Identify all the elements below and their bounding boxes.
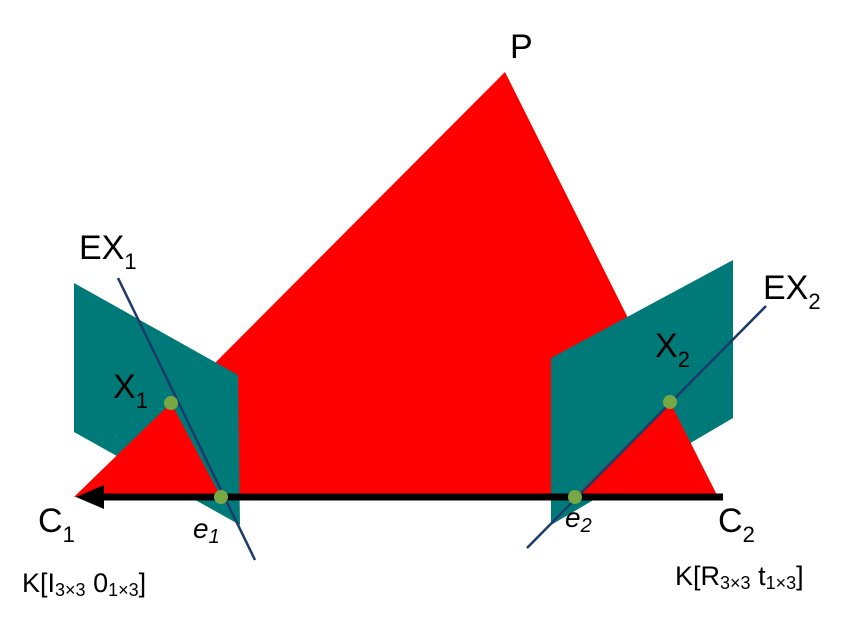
label-e1: e1	[193, 513, 220, 548]
label-c1: C1	[38, 502, 75, 547]
left-ray-triangle	[74, 403, 221, 497]
right-image-plane	[551, 260, 733, 525]
point-x1	[164, 396, 178, 410]
point-x2	[663, 395, 677, 409]
epipolar-line-right	[526, 305, 767, 549]
label-e2: e2	[565, 502, 592, 537]
label-x1: X1	[113, 368, 148, 413]
label-ex1: EX1	[79, 229, 137, 274]
epipolar-plane-triangle	[213, 72, 630, 497]
label-x2: X2	[655, 327, 690, 372]
epipolar-line-left	[116, 277, 257, 561]
label-ex2: EX2	[763, 269, 821, 314]
point-e1	[214, 490, 228, 504]
label-p: P	[510, 28, 533, 66]
label-camera2-matrix: K[R3×3 t1×3]	[675, 561, 804, 593]
label-camera1-matrix: K[I3×3 01×3]	[22, 568, 146, 600]
right-ray-triangle	[575, 402, 718, 497]
baseline-arrowhead	[76, 485, 104, 509]
label-c2: C2	[718, 502, 755, 547]
point-e2	[568, 490, 582, 504]
